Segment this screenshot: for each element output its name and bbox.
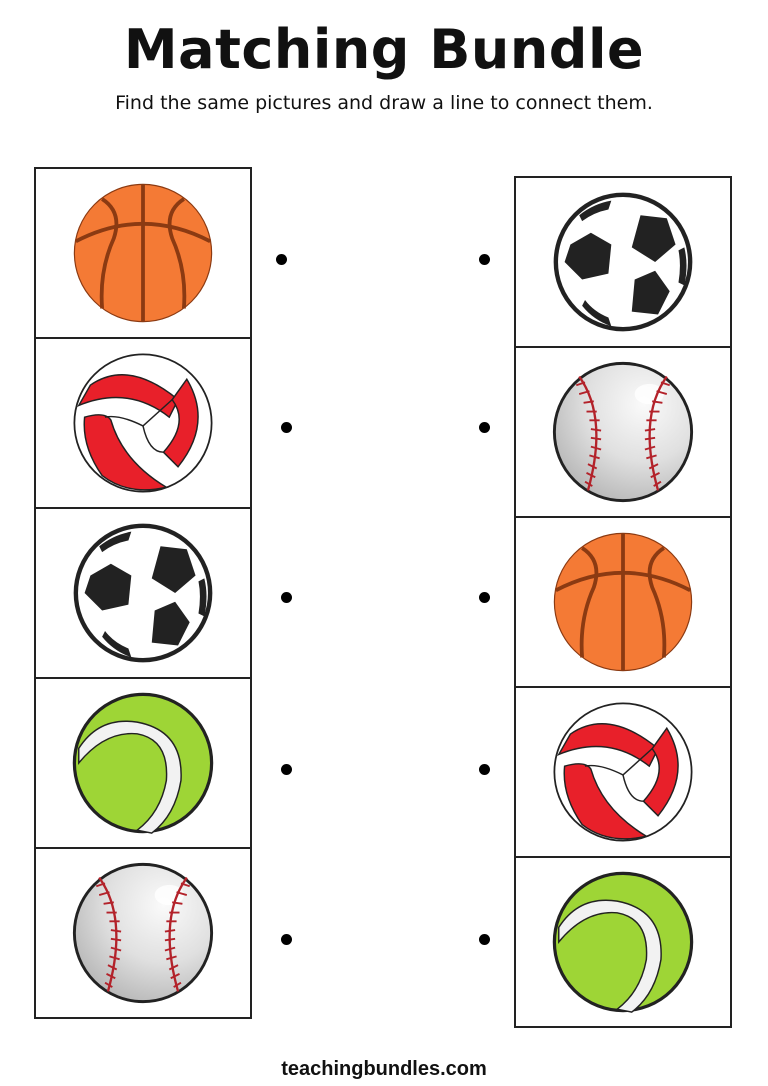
right-connect-dot-2[interactable]	[479, 422, 490, 433]
right-cell-volleyball	[516, 688, 730, 858]
right-cell-tennis-ball	[516, 858, 730, 1026]
right-connect-dot-4[interactable]	[479, 764, 490, 775]
left-cell-soccer-ball	[36, 509, 250, 679]
baseball-icon	[550, 359, 696, 505]
left-cell-volleyball	[36, 339, 250, 509]
left-connect-dot-1[interactable]	[276, 254, 287, 265]
left-connect-dot-5[interactable]	[281, 934, 292, 945]
tennis-ball-icon	[70, 690, 216, 836]
right-cell-basketball	[516, 518, 730, 688]
basketball-icon	[550, 529, 696, 675]
left-cell-baseball	[36, 849, 250, 1017]
left-connect-dot-2[interactable]	[281, 422, 292, 433]
left-cell-tennis-ball	[36, 679, 250, 849]
tennis-ball-icon	[550, 869, 696, 1015]
soccer-ball-icon	[550, 189, 696, 335]
left-connect-dot-4[interactable]	[281, 764, 292, 775]
right-connect-dot-5[interactable]	[479, 934, 490, 945]
basketball-icon	[70, 180, 216, 326]
page-title: Matching Bundle	[123, 18, 645, 81]
right-connect-dot-1[interactable]	[479, 254, 490, 265]
footer-website: teachingbundles.com	[281, 1058, 487, 1080]
right-cell-soccer-ball	[516, 178, 730, 348]
left-connect-dot-3[interactable]	[281, 592, 292, 603]
instructions: Find the same pictures and draw a line t…	[115, 92, 653, 114]
right-cell-baseball	[516, 348, 730, 518]
baseball-icon	[70, 860, 216, 1006]
left-picture-column	[34, 167, 252, 1019]
volleyball-icon	[550, 699, 696, 845]
right-connect-dot-3[interactable]	[479, 592, 490, 603]
left-cell-basketball	[36, 169, 250, 339]
soccer-ball-icon	[70, 520, 216, 666]
right-picture-column	[514, 176, 732, 1028]
volleyball-icon	[70, 350, 216, 496]
